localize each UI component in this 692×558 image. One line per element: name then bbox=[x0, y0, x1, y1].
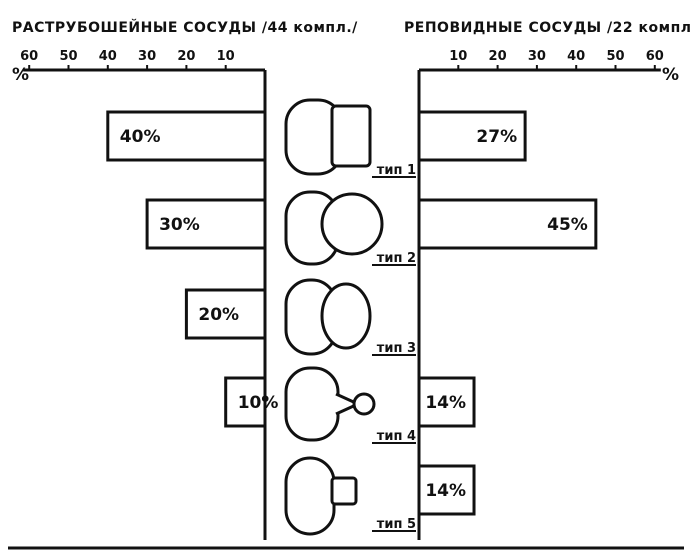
vessel-neck bbox=[320, 192, 384, 256]
vessel-neck bbox=[320, 282, 372, 350]
right-chart-title: РЕПОВИДНЫЕ СОСУДЫ /22 компл. bbox=[404, 20, 692, 36]
vessel-body bbox=[284, 456, 336, 536]
right-bar bbox=[417, 110, 527, 162]
right-bar-label: 14% bbox=[425, 393, 466, 413]
left-tick-label: 40 bbox=[99, 49, 117, 64]
left-bar bbox=[184, 288, 267, 340]
right-tick-label: 30 bbox=[528, 49, 546, 64]
left-chart-title: РАСТРУБОШЕЙНЫЕ СОСУДЫ /44 компл./ bbox=[12, 19, 358, 36]
right-bar-label: 45% bbox=[547, 215, 588, 235]
left-tick-label: 20 bbox=[177, 49, 195, 64]
right-bar bbox=[417, 464, 476, 516]
right-bar bbox=[417, 198, 598, 250]
type-label: тип 2 bbox=[377, 251, 416, 266]
left-bar bbox=[224, 376, 267, 428]
left-bar bbox=[145, 198, 267, 250]
left-tick-label: 50 bbox=[59, 49, 77, 64]
left-bar-label: 10% bbox=[238, 393, 279, 413]
bars: 40% 30% 20% 10% 27% 45% 14% 14% bbox=[106, 110, 598, 516]
vessel-neck bbox=[352, 392, 376, 416]
type-labels: тип 1 тип 2 тип 3 тип 4 тип 5 bbox=[372, 163, 416, 532]
type-label: тип 4 bbox=[377, 429, 416, 444]
right-bar-label: 14% bbox=[425, 481, 466, 501]
right-unit-label: % bbox=[662, 65, 679, 85]
right-tick-label: 60 bbox=[646, 49, 664, 64]
vessel-shapes bbox=[284, 98, 384, 536]
left-tick-label: 10 bbox=[217, 49, 235, 64]
right-tick-label: 50 bbox=[606, 49, 624, 64]
left-tick-label: 60 bbox=[20, 49, 38, 64]
vessel-neck bbox=[330, 476, 358, 506]
type-label: тип 5 bbox=[377, 517, 416, 532]
vessel-body bbox=[284, 366, 340, 442]
right-tick-label: 20 bbox=[489, 49, 507, 64]
left-tick-label: 30 bbox=[138, 49, 156, 64]
right-tick-label: 40 bbox=[567, 49, 585, 64]
type-label: тип 1 bbox=[377, 163, 416, 178]
right-bar-label: 27% bbox=[476, 127, 517, 147]
left-bar-label: 40% bbox=[120, 127, 161, 147]
right-tick-label: 10 bbox=[449, 49, 467, 64]
left-bar-label: 20% bbox=[198, 305, 239, 325]
right-bar bbox=[417, 376, 476, 428]
left-unit-label: % bbox=[12, 65, 29, 85]
type-label: тип 3 bbox=[377, 341, 416, 356]
left-bar-label: 30% bbox=[159, 215, 200, 235]
left-bar bbox=[106, 110, 267, 162]
vessel-neck bbox=[330, 104, 372, 168]
